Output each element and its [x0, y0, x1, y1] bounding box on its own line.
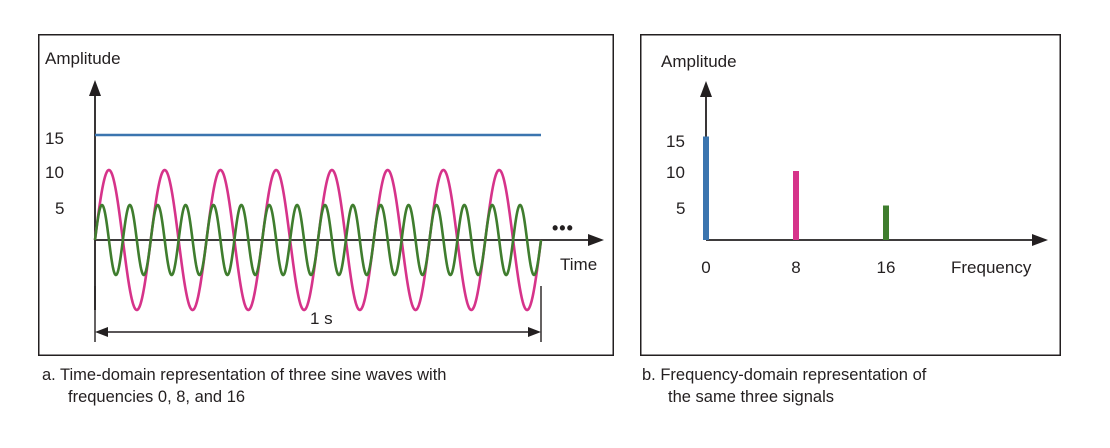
bar-freq-16 [883, 205, 889, 240]
y-axis-label: Amplitude [661, 52, 737, 71]
sine-waves [93, 133, 543, 312]
x-axis-label: Frequency [951, 258, 1032, 277]
continuation-dots: ••• [552, 218, 574, 238]
frequency-domain-caption-line2: the same three signals [668, 388, 835, 406]
series-line-freq-16 [93, 203, 543, 277]
time-domain-frame [38, 34, 614, 356]
y-axis-label: Amplitude [45, 49, 121, 68]
time-domain-caption-line2: frequencies 0, 8, and 16 [68, 388, 246, 406]
bar-freq-8 [793, 171, 799, 240]
frequency-domain-frame [640, 34, 1061, 356]
y-tick-label: 10 [45, 163, 64, 182]
frequency-domain-caption-line1: b. Frequency-domain representation of [642, 366, 927, 384]
frequency-domain-panel: Amplitude Frequency 15 10 5 0 8 16 [640, 34, 1061, 356]
time-domain-chart: Amplitude Time ••• 15 10 5 1 s [38, 34, 614, 356]
y-axis-arrowhead [89, 80, 101, 96]
frequency-domain-caption: b. Frequency-domain representation of th… [642, 364, 1062, 408]
duration-label: 1 s [310, 309, 333, 328]
y-tick-label: 15 [45, 129, 64, 148]
y-tick-label: 5 [55, 199, 64, 218]
time-domain-panel: Amplitude Time ••• 15 10 5 1 s [38, 34, 614, 356]
time-domain-caption: a. Time-domain representation of three s… [42, 364, 602, 408]
duration-left-arrowhead [95, 327, 108, 337]
x-axis-arrowhead [588, 234, 604, 246]
y-tick-label: 15 [666, 132, 685, 151]
duration-right-arrowhead [528, 327, 541, 337]
frequency-bars: 0 8 16 [701, 136, 896, 277]
y-tick-label: 10 [666, 163, 685, 182]
x-tick-label: 0 [701, 258, 710, 277]
x-axis-label: Time [560, 255, 597, 274]
x-tick-label: 8 [791, 258, 800, 277]
frequency-domain-chart: Amplitude Frequency 15 10 5 0 8 16 [640, 34, 1061, 356]
y-tick-label: 5 [676, 199, 685, 218]
x-tick-label: 16 [877, 258, 896, 277]
bar-freq-0 [703, 136, 709, 240]
y-axis-arrowhead [700, 81, 712, 97]
time-domain-caption-line1: a. Time-domain representation of three s… [42, 366, 447, 384]
x-axis-arrowhead [1032, 234, 1048, 246]
